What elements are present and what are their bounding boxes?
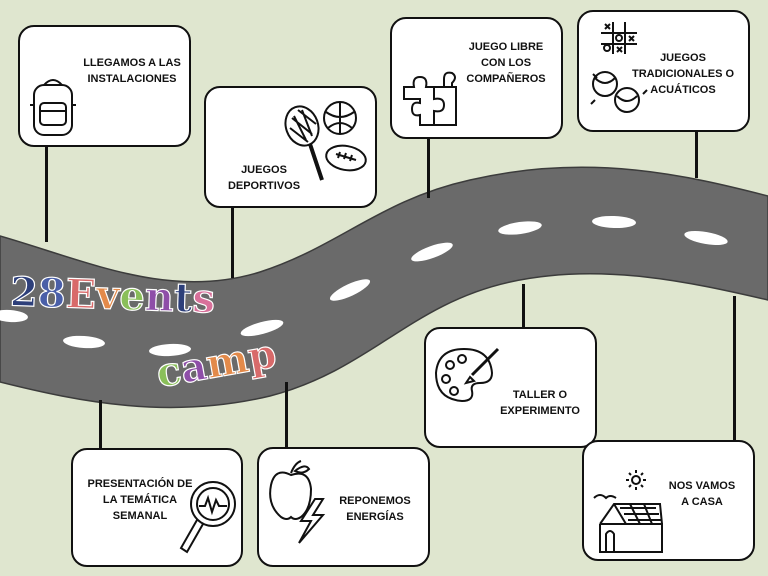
connector-line (99, 400, 102, 448)
connector-line (285, 382, 288, 448)
title-letter: 8 (36, 269, 67, 318)
title-letter: t (173, 274, 194, 323)
step-card-juego-libre: JUEGO LIBRE CON LOS COMPAÑEROS (390, 17, 563, 139)
step-label: JUEGOS TRADICIONALES O ACUÁTICOS (631, 52, 735, 96)
step-label: REPONEMOS ENERGÍAS (339, 495, 411, 523)
title-letter: s (191, 274, 216, 323)
title-letter: v (95, 271, 121, 320)
apple-lightning-icon (269, 460, 326, 544)
step-label: LLEGAMOS A LAS INSTALACIONES (83, 57, 181, 85)
step-card-taller: TALLER O EXPERIMENTO (424, 327, 597, 448)
step-label: NOS VAMOS A CASA (668, 480, 736, 508)
road-dashes (0, 215, 728, 357)
connector-line (231, 208, 234, 278)
title-letter: E (64, 270, 98, 319)
step-card-tradicionales: JUEGOS TRADICIONALES O ACUÁTICOS (577, 10, 750, 132)
puzzle-icon (403, 71, 457, 126)
title-letter: 2 (9, 268, 40, 317)
road (0, 166, 768, 409)
paint-palette-icon (434, 347, 500, 403)
title-letter: e (118, 272, 146, 321)
tic-tac-toe-icon (590, 22, 648, 113)
step-label: JUEGOS DEPORTIVOS (227, 164, 301, 192)
step-card-reponemos: REPONEMOS ENERGÍAS (257, 447, 430, 567)
magnifier-icon (179, 481, 236, 554)
step-label: JUEGO LIBRE CON LOS COMPAÑEROS (466, 41, 546, 85)
backpack-icon (30, 79, 76, 136)
connector-line (45, 146, 48, 242)
step-card-deportivos: JUEGOS DEPORTIVOS (204, 86, 377, 208)
camp-title-line1: 28 Events (9, 268, 217, 323)
step-label: TALLER O EXPERIMENTO (500, 389, 580, 417)
sports-balls-icon (284, 101, 367, 181)
step-label: PRESENTACIÓN DE LA TEMÁTICA SEMANAL (87, 478, 193, 522)
connector-line (733, 296, 736, 442)
connector-line (522, 284, 525, 328)
connector-line (427, 138, 430, 198)
title-letter: n (143, 273, 175, 322)
connector-line (695, 130, 698, 178)
step-card-instalaciones: LLEGAMOS A LAS INSTALACIONES (18, 25, 191, 147)
step-card-casa: NOS VAMOS A CASA (582, 440, 755, 561)
house-icon (593, 470, 663, 553)
step-card-presentacion: PRESENTACIÓN DE LA TEMÁTICA SEMANAL (71, 448, 243, 567)
